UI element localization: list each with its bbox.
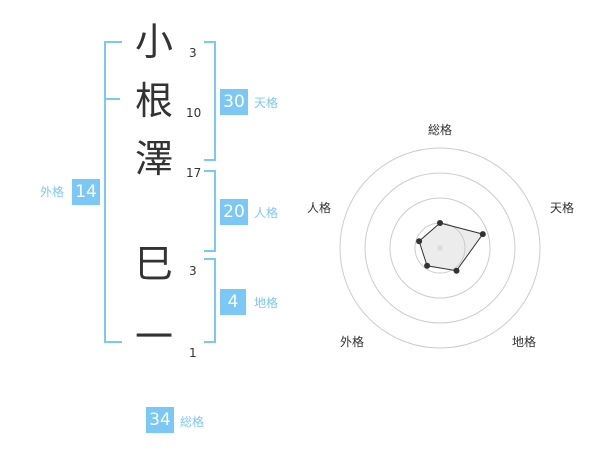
stroke-count-1: 3 (189, 46, 197, 60)
jinkaku-bracket (204, 170, 216, 252)
radar-center (437, 245, 443, 251)
chikaku-bracket (204, 258, 216, 343)
tenkaku-label: 天格 (254, 96, 279, 110)
stroke-count-3: 17 (186, 166, 202, 180)
axis-label-gaikaku: 外格 (340, 334, 364, 349)
radar-ring-4 (339, 147, 541, 349)
radar-polygon (418, 222, 484, 272)
tenkaku-bracket (204, 41, 216, 161)
radar-point-1 (437, 220, 443, 226)
axis-label-jinkaku: 人格 (307, 200, 331, 215)
tenkaku-value: 30 (220, 89, 248, 115)
radar-rings (339, 147, 541, 349)
gaikaku-label: 外格 (40, 185, 65, 199)
name-char-5: 一 (134, 315, 173, 359)
name-char-3: 澤 (134, 137, 173, 181)
name-char-1: 小 (134, 20, 173, 64)
radar-ring-3 (364, 172, 516, 324)
radar-point-3 (453, 267, 460, 274)
jinkaku-label: 人格 (254, 206, 279, 220)
chikaku-label: 地格 (254, 296, 279, 310)
stroke-count-5: 1 (189, 346, 197, 360)
stroke-count-2: 10 (186, 106, 202, 120)
gaikaku-value: 14 (72, 179, 100, 205)
soukaku-label: 総格 (180, 415, 205, 429)
chikaku-value: 4 (220, 289, 246, 315)
radar-chart: 総格 天格 地格 外格 人格 (307, 122, 574, 349)
gaikaku-bracket (104, 41, 122, 343)
radar-point-5 (416, 238, 423, 245)
radar-point-2 (479, 231, 486, 238)
radar-point-4 (424, 262, 431, 269)
radar-points (416, 220, 486, 274)
gaikaku-bracket-tick (106, 98, 120, 100)
axis-label-chikaku: 地格 (512, 334, 536, 349)
name-char-4: 巳 (134, 242, 173, 286)
name-char-2: 根 (134, 79, 173, 123)
radar-ring-2 (389, 197, 491, 299)
stroke-count-4: 3 (189, 264, 197, 278)
axis-label-tenkaku: 天格 (550, 200, 574, 215)
axis-label-soukaku: 総格 (428, 122, 452, 137)
soukaku-value: 34 (146, 407, 174, 433)
jinkaku-value: 20 (220, 199, 248, 225)
